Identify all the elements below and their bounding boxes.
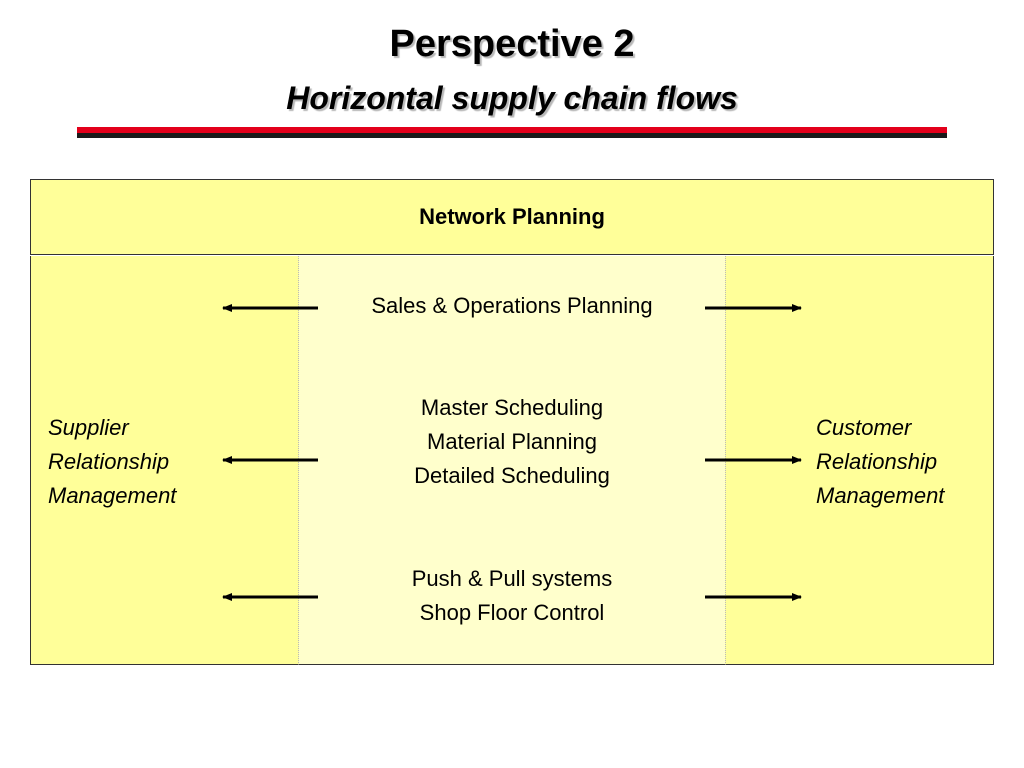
planning-item: Sales & Operations Planning: [371, 293, 653, 318]
network-planning-box: [30, 179, 994, 255]
scheduling-group: Master Scheduling Material Planning Deta…: [299, 391, 725, 493]
planning-item: Push & Pull systems: [411, 566, 613, 591]
title-rule-dark: [77, 133, 947, 138]
shop-floor-group: Push & Pull systems Shop Floor Control: [299, 562, 725, 630]
planning-item: Shop Floor Control: [419, 600, 605, 625]
customer-label-line: Management: [816, 483, 945, 508]
customer-label-line: Relationship: [816, 449, 938, 474]
supplier-label-line: Relationship: [48, 449, 170, 474]
planning-item: Master Scheduling: [420, 395, 604, 420]
sales-operations-group: Sales & Operations Planning: [299, 289, 725, 323]
network-planning-label: Network Planning: [419, 204, 605, 229]
slide-subtitle: Horizontal supply chain flows: [286, 80, 738, 116]
planning-item: Material Planning: [427, 429, 597, 454]
planning-panel: [299, 256, 725, 665]
supplier-label-line: Supplier: [48, 415, 129, 440]
supplier-label-line: Management: [48, 483, 177, 508]
planning-item: Detailed Scheduling: [414, 463, 610, 488]
customer-relationship-label: Customer Relationship Management: [816, 411, 944, 513]
slide-title: Perspective 2: [389, 23, 635, 65]
title-rule-red: [77, 127, 947, 133]
customer-label-line: Customer: [816, 415, 912, 440]
supplier-relationship-label: Supplier Relationship Management: [48, 411, 176, 513]
